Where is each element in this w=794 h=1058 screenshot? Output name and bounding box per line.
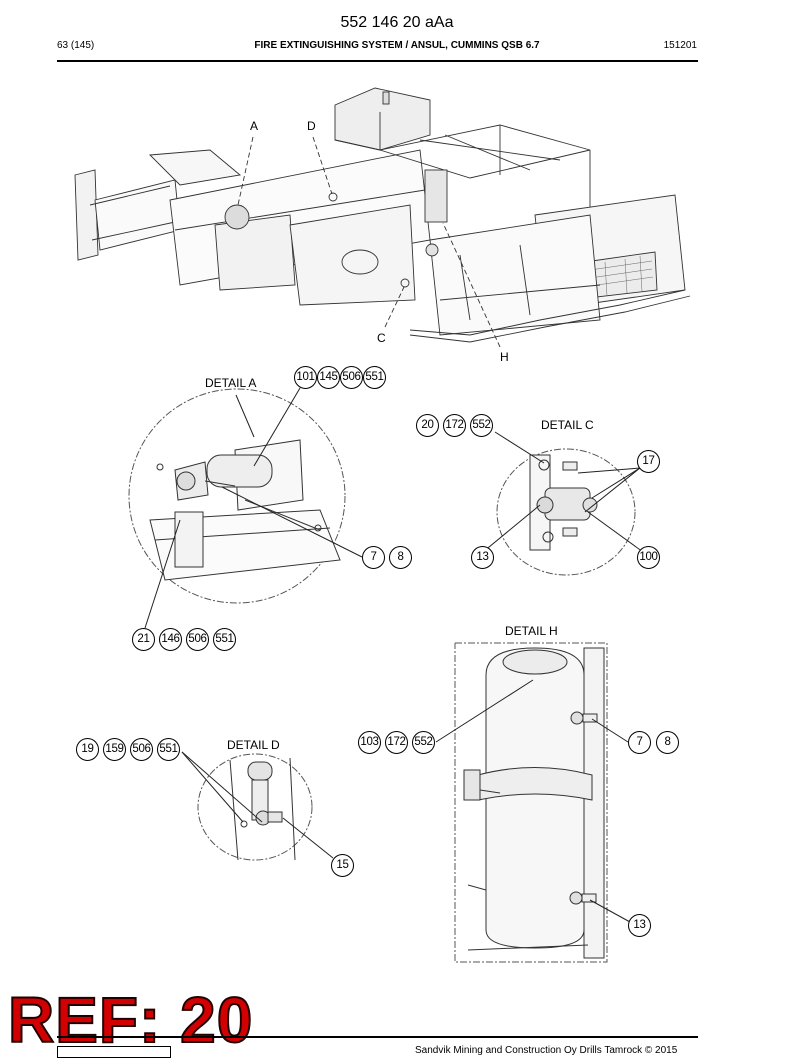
detail-d-title: DETAIL D (227, 738, 280, 752)
sandvik-logo (57, 1046, 171, 1058)
callout-21: 21 (132, 628, 155, 651)
overview-label-a: A (250, 119, 259, 133)
callout-103: 103 (358, 731, 381, 754)
callout-7: 7 (362, 546, 385, 569)
detail-c-drawing (482, 431, 644, 576)
callout-15: 15 (331, 854, 354, 877)
detail-c-title: DETAIL C (541, 418, 594, 432)
detail-d-drawing (181, 751, 334, 861)
callout-552: 552 (412, 731, 435, 754)
callout-19: 19 (76, 738, 99, 761)
callout-506: 506 (340, 366, 363, 389)
detail-a-drawing (128, 387, 363, 629)
overview-label-d: D (307, 119, 316, 133)
callout-8: 8 (389, 546, 412, 569)
callout-506: 506 (130, 738, 153, 761)
callout-506: 506 (186, 628, 209, 651)
header-divider (57, 60, 698, 62)
callout-146: 146 (159, 628, 182, 651)
document-number: 552 146 20 aAa (340, 14, 454, 31)
callout-13: 13 (471, 546, 494, 569)
callout-551: 551 (363, 366, 386, 389)
machine-overview-drawing (74, 87, 691, 348)
footer-divider (57, 1036, 698, 1038)
page-title: FIRE EXTINGUISHING SYSTEM / ANSUL, CUMMI… (254, 40, 540, 51)
detail-a-title: DETAIL A (205, 376, 257, 390)
callout-172: 172 (443, 414, 466, 437)
callout-17: 17 (637, 450, 660, 473)
callout-551: 551 (157, 738, 180, 761)
detail-h-title: DETAIL H (505, 624, 558, 638)
callout-7: 7 (628, 731, 651, 754)
document-code: 151201 (663, 40, 697, 51)
detail-h-drawing (435, 642, 631, 963)
reference-stamp: REF: 20 (7, 984, 254, 1056)
callout-13: 13 (628, 914, 651, 937)
callout-101: 101 (294, 366, 317, 389)
callout-159: 159 (103, 738, 126, 761)
callout-551: 551 (213, 628, 236, 651)
page-number: 63 (145) (57, 40, 95, 51)
callout-20: 20 (416, 414, 439, 437)
callout-552: 552 (470, 414, 493, 437)
footer-copyright: Sandvik Mining and Construction Oy Drill… (415, 1045, 678, 1056)
overview-label-h: H (500, 350, 509, 364)
callout-172: 172 (385, 731, 408, 754)
callout-100: 100 (637, 546, 660, 569)
callout-8: 8 (656, 731, 679, 754)
overview-label-c: C (377, 331, 386, 345)
callout-145: 145 (317, 366, 340, 389)
